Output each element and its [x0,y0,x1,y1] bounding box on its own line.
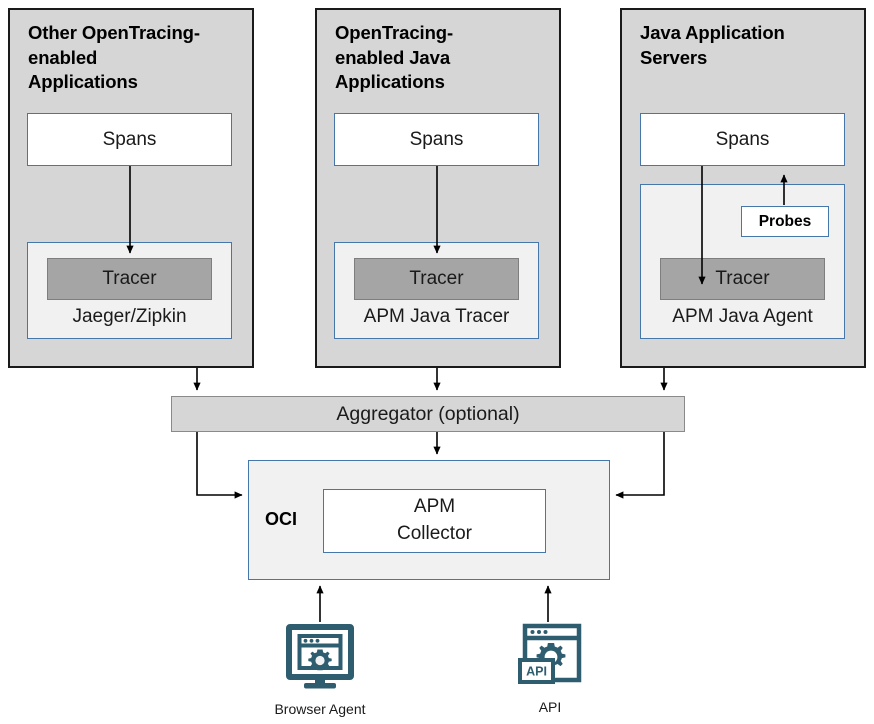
tracer-box: Tracer [47,258,212,300]
tracer-container-apm-java-agent: Probes Tracer APM Java Agent [640,184,845,339]
spans-label: Spans [409,128,464,150]
tracer-box: Tracer [660,258,825,300]
tracer-label: Tracer [715,268,770,289]
source-node-browser-agent[interactable]: Browser Agent [274,624,366,717]
spans-label: Spans [102,128,157,150]
api-badge-text: API [526,665,547,679]
group-title: OpenTracing- enabled Java Applications [335,22,454,93]
spans-box-java-app-servers: Spans [640,113,845,166]
apm-collector-box: APM Collector [323,489,546,553]
aggregator-label: Aggregator (optional) [336,402,520,425]
tracer-caption: Jaeger/Zipkin [72,306,187,327]
apm-collector-line2: Collector [397,523,472,544]
spans-label: Spans [715,128,770,150]
tracer-label: Tracer [409,268,464,289]
api-gear-window-icon: API [517,622,583,697]
tracer-caption: APM Java Tracer [363,306,510,327]
apm-collector-line1: APM [413,496,456,518]
spans-box-opentracing-java: Spans [334,113,539,166]
probes-label: Probes [758,212,812,230]
group-title: Java Application Servers [640,22,785,68]
tracer-container-apm-java-tracer: Tracer APM Java Tracer [334,242,539,339]
arrow-left-bypass-to-oci [196,432,243,499]
group-title: Other OpenTracing- enabled Applications [28,22,200,93]
probes-box: Probes [741,206,829,237]
source-caption: Browser Agent [274,701,366,717]
spans-box-other-opentracing: Spans [27,113,232,166]
tracer-box: Tracer [354,258,519,300]
source-caption: API [538,699,562,715]
tracer-caption: APM Java Agent [672,306,813,327]
aggregator-bar: Aggregator (optional) [171,396,685,432]
arrow-right-bypass-to-oci [615,432,665,499]
source-node-api[interactable]: API API [505,622,595,715]
oci-label: OCI [265,509,298,529]
monitor-gear-icon [286,624,354,699]
tracer-label: Tracer [102,268,157,289]
oci-box: OCI APM Collector [248,460,610,580]
tracer-container-jaeger-zipkin: Tracer Jaeger/Zipkin [27,242,232,339]
